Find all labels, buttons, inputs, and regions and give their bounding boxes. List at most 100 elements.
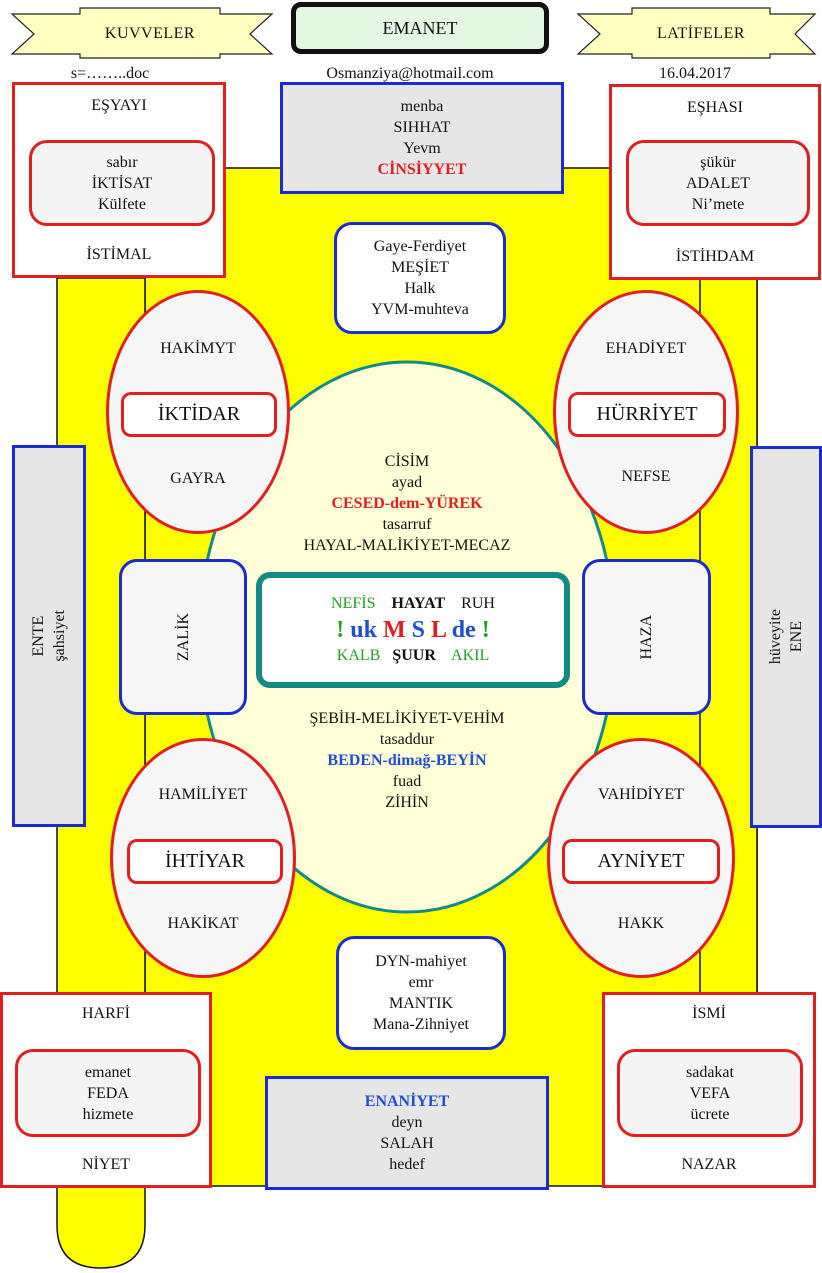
core-ruh: RUH xyxy=(461,595,495,612)
bottom-center-box: ENANİYET deyn SALAH hedef xyxy=(265,1076,549,1190)
ellipse-bottom-left-top: HAMİLİYET xyxy=(158,786,248,803)
central-upper-line-3: tasarruf xyxy=(382,515,432,533)
core-uk: uk xyxy=(350,617,377,643)
core-row-2: ! uk M S L de ! xyxy=(336,615,489,645)
top-center-highlight: CİNSİYYET xyxy=(377,161,467,178)
file-label: s=……..doc xyxy=(70,65,150,82)
upper-center-line-3: Halk xyxy=(404,280,436,297)
corner-top-left: EŞYAYI sabır İKTİSAT Külfete İSTİMAL xyxy=(12,82,226,278)
ellipse-top-left-label-box: İKTİDAR xyxy=(121,392,277,437)
central-upper-text: CİSİM ayad CESED-dem-YÜREK tasarruf HAYA… xyxy=(240,448,574,558)
ellipse-bottom-right-bottom: HAKK xyxy=(617,915,665,932)
corner-bottom-right-bottom: NAZAR xyxy=(681,1156,737,1173)
corner-top-left-top: EŞYAYI xyxy=(91,97,147,114)
bottom-center-line-3: hedef xyxy=(389,1156,425,1173)
side-right-text: hüveyite ENE xyxy=(765,609,807,664)
corner-bottom-left: HARFİ emanet FEDA hizmete NİYET xyxy=(0,992,212,1188)
corner-bottom-right-inner: sadakat VEFA ücrete xyxy=(617,1049,803,1137)
ellipse-bottom-right-label: AYNİYET xyxy=(597,850,685,872)
core-excl-left: ! xyxy=(336,617,345,643)
central-lower-line-2: tasaddur xyxy=(379,730,435,748)
core-m: M xyxy=(383,617,406,643)
ribbon-right: LATİFELER xyxy=(656,25,746,42)
side-left-line-2: şahsiyet xyxy=(51,610,68,662)
corner-bottom-right: İSMİ sadakat VEFA ücrete NAZAR xyxy=(602,992,816,1188)
core-row-1: NEFİS HAYAT RUH xyxy=(331,593,495,615)
corner-bottom-left-inner-3: hizmete xyxy=(82,1105,134,1123)
ribbon-right-shape xyxy=(576,7,817,59)
corner-top-left-inner-1: sabır xyxy=(106,153,138,171)
top-center-line-1: menba xyxy=(400,98,444,115)
top-center-box: menba SIHHAT Yevm CİNSİYYET xyxy=(280,82,564,194)
ellipse-bottom-left-bottom: HAKİKAT xyxy=(167,915,239,932)
ellipse-bottom-left-label-box: İHTİYAR xyxy=(127,839,283,884)
central-lower-line-1: ŞEBİH-MELİKİYET-VEHİM xyxy=(309,709,505,727)
ellipse-bottom-right: VAHİDİYET AYNİYET HAKK xyxy=(547,738,735,978)
side-left-text: ENTE şahsiyet xyxy=(28,610,70,662)
top-center-line-3: Yevm xyxy=(403,140,441,157)
ellipse-bottom-right-label-box: AYNİYET xyxy=(562,839,720,884)
bottom-center-line-2: SALAH xyxy=(380,1135,434,1152)
ellipse-top-left: HAKİMYT İKTİDAR GAYRA xyxy=(106,290,290,534)
corner-top-right-top: EŞHASI xyxy=(686,99,743,116)
side-right-line-2: ENE xyxy=(788,621,805,653)
corner-top-left-inner-2: İKTİSAT xyxy=(91,174,153,192)
corner-bottom-left-inner-2: FEDA xyxy=(87,1084,129,1102)
side-left-line-1: ENTE xyxy=(30,615,47,657)
corner-bottom-right-inner-2: VEFA xyxy=(689,1084,731,1102)
core-akil: AKIL xyxy=(451,647,490,664)
corner-top-left-inner: sabır İKTİSAT Külfete xyxy=(29,140,215,226)
ellipse-bottom-left-label: İHTİYAR xyxy=(165,850,245,872)
central-lower-line-3: fuad xyxy=(392,772,422,790)
core-s: S xyxy=(411,617,426,643)
corner-bottom-left-bottom: NİYET xyxy=(82,1156,130,1173)
core-nefis: NEFİS xyxy=(331,595,376,612)
upper-center-line-1: Gaye-Ferdiyet xyxy=(373,238,467,255)
page-title-text: EMANET xyxy=(382,17,458,38)
lower-center-line-2: emr xyxy=(408,974,434,991)
central-upper-line-4: HAYAL-MALİKİYET-MECAZ xyxy=(303,536,511,554)
ribbon-left-shape xyxy=(10,7,274,59)
ellipse-bottom-right-top: VAHİDİYET xyxy=(598,786,684,803)
lower-center-line-1: DYN-mahiyet xyxy=(375,953,467,970)
ellipse-top-left-top: HAKİMYT xyxy=(160,340,236,357)
lower-center-box: DYN-mahiyet emr MANTIK Mana-Zihniyet xyxy=(336,936,506,1050)
ellipse-top-left-bottom: GAYRA xyxy=(170,470,226,487)
central-lower-line-4: ZİHİN xyxy=(385,793,429,811)
ellipse-top-right-label-box: HÜRRİYET xyxy=(568,392,726,437)
central-upper-line-2: ayad xyxy=(391,473,423,491)
upper-center-line-2: MEŞİET xyxy=(391,259,449,276)
central-lower-text: ŞEBİH-MELİKİYET-VEHİM tasaddur BEDEN-dim… xyxy=(240,705,574,815)
central-upper-highlight: CESED-dem-YÜREK xyxy=(331,494,483,512)
side-inner-left-box: ZALİK xyxy=(119,559,247,715)
upper-center-line-4: YVM-muhteva xyxy=(371,301,469,318)
ellipse-top-right: EHADİYET HÜRRİYET NEFSE xyxy=(553,290,739,534)
core-box: NEFİS HAYAT RUH ! uk M S L de ! KALB ŞUU… xyxy=(256,572,570,688)
upper-center-box: Gaye-Ferdiyet MEŞİET Halk YVM-muhteva xyxy=(334,222,506,334)
ellipse-top-right-top: EHADİYET xyxy=(605,340,687,357)
corner-top-right-inner-1: şükür xyxy=(700,153,736,171)
core-de: de xyxy=(451,617,476,643)
core-excl-right: ! xyxy=(481,617,490,643)
corner-top-right-inner: şükür ADALET Ni’mete xyxy=(626,140,810,226)
date-label: 16.04.2017 xyxy=(659,65,731,82)
side-inner-right-box: HAZA xyxy=(582,559,711,715)
side-inner-right-text: HAZA xyxy=(638,614,655,660)
corner-top-right-inner-2: ADALET xyxy=(686,174,750,192)
corner-bottom-right-inner-1: sadakat xyxy=(686,1063,734,1081)
side-right-box: hüveyite ENE xyxy=(750,446,822,828)
side-right-line-1: hüveyite xyxy=(767,609,784,665)
corner-top-right: EŞHASI şükür ADALET Ni’mete İSTİHDAM xyxy=(609,84,821,280)
email-label: Osmanziya@hotmail.com xyxy=(326,65,494,82)
page-title: EMANET xyxy=(291,2,549,54)
corner-top-right-bottom: İSTİHDAM xyxy=(675,248,755,265)
core-hayat: HAYAT xyxy=(391,595,446,612)
core-l: L xyxy=(431,617,446,643)
lower-center-line-4: Mana-Zihniyet xyxy=(373,1016,469,1033)
top-center-line-2: SIHHAT xyxy=(393,119,451,136)
core-suur: ŞUUR xyxy=(392,647,436,664)
core-row-3: KALB ŞUUR AKIL xyxy=(337,645,489,667)
central-lower-highlight: BEDEN-dimağ-BEYİN xyxy=(327,751,487,769)
corner-bottom-left-inner-1: emanet xyxy=(84,1063,132,1081)
ellipse-bottom-left: HAMİLİYET İHTİYAR HAKİKAT xyxy=(110,738,296,978)
